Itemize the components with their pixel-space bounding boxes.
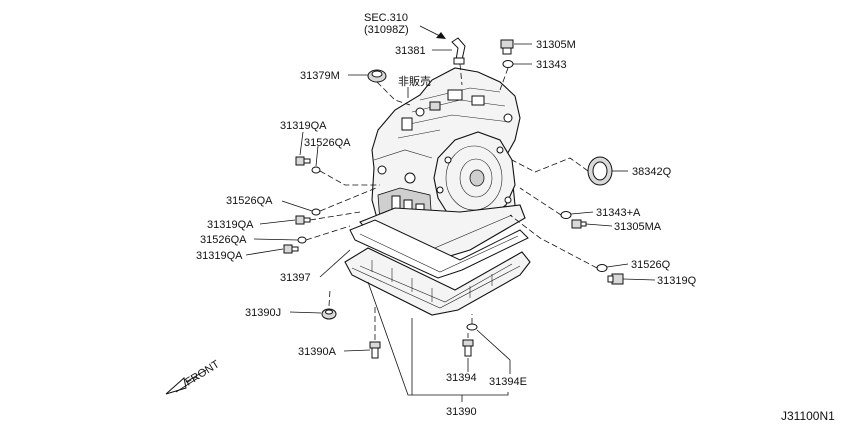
label-non-sale: 非販売 bbox=[398, 75, 431, 88]
plug-31379m bbox=[367, 69, 387, 83]
bolt-31390a bbox=[369, 341, 381, 359]
label-31379m: 31379M bbox=[300, 70, 340, 82]
label-31343: 31343 bbox=[536, 59, 567, 71]
label-31319qa-middle: 31319QA bbox=[207, 219, 254, 231]
label-31319qa-upper: 31319QA bbox=[280, 120, 327, 132]
label-31390j: 31390J bbox=[245, 307, 281, 319]
label-31390: 31390 bbox=[446, 406, 477, 418]
label-31381: 31381 bbox=[395, 45, 426, 57]
drain-plug-31319q bbox=[607, 273, 624, 285]
transmission-case bbox=[359, 67, 526, 263]
washer-31526qa-middle bbox=[311, 208, 321, 216]
label-31394: 31394 bbox=[446, 372, 477, 384]
label-31305m: 31305M bbox=[536, 39, 576, 51]
o-ring-31343 bbox=[502, 60, 514, 68]
oil-pan-gasket bbox=[349, 219, 529, 279]
label-31526q: 31526Q bbox=[631, 259, 671, 271]
label-31397: 31397 bbox=[280, 272, 311, 284]
label-31343a: 31343+A bbox=[596, 207, 641, 219]
oil-pan bbox=[344, 247, 531, 316]
leader-lines bbox=[165, 25, 656, 402]
bolt-31319qa-middle bbox=[295, 215, 311, 225]
label-31526qa-upper: 31526QA bbox=[304, 137, 351, 149]
washer-31526qa-upper bbox=[311, 166, 321, 174]
label-31394e: 31394E bbox=[489, 376, 527, 388]
label-31319q: 31319Q bbox=[657, 275, 697, 287]
nut-31390j bbox=[321, 308, 337, 320]
washer-31394e bbox=[466, 323, 478, 331]
plug-31305m bbox=[500, 39, 514, 55]
sec-ref-line2: (31098Z) bbox=[364, 24, 409, 36]
washer-31526qa-lower bbox=[297, 236, 307, 244]
bolt-31319qa-upper bbox=[295, 156, 311, 166]
sec-ref-line1: SEC.310 bbox=[364, 12, 408, 24]
label-31526qa-middle: 31526QA bbox=[226, 195, 273, 207]
label-31526qa-lower: 31526QA bbox=[200, 234, 247, 246]
label-38342q: 38342Q bbox=[632, 166, 672, 178]
front-label: FRONT bbox=[183, 358, 222, 388]
washer-31526q bbox=[596, 264, 608, 272]
plug-31305ma bbox=[571, 219, 587, 229]
bolt-31319qa-lower bbox=[283, 244, 299, 254]
label-31319qa-lower: 31319QA bbox=[196, 250, 243, 262]
oil-seal-38342q bbox=[587, 156, 613, 186]
label-31390a: 31390A bbox=[298, 346, 337, 358]
o-ring-31343a bbox=[560, 211, 572, 219]
diagram-code: J31100N1 bbox=[781, 409, 835, 423]
bolt-31394 bbox=[462, 339, 474, 357]
breather-hose bbox=[451, 37, 466, 65]
label-31305ma: 31305MA bbox=[614, 221, 662, 233]
